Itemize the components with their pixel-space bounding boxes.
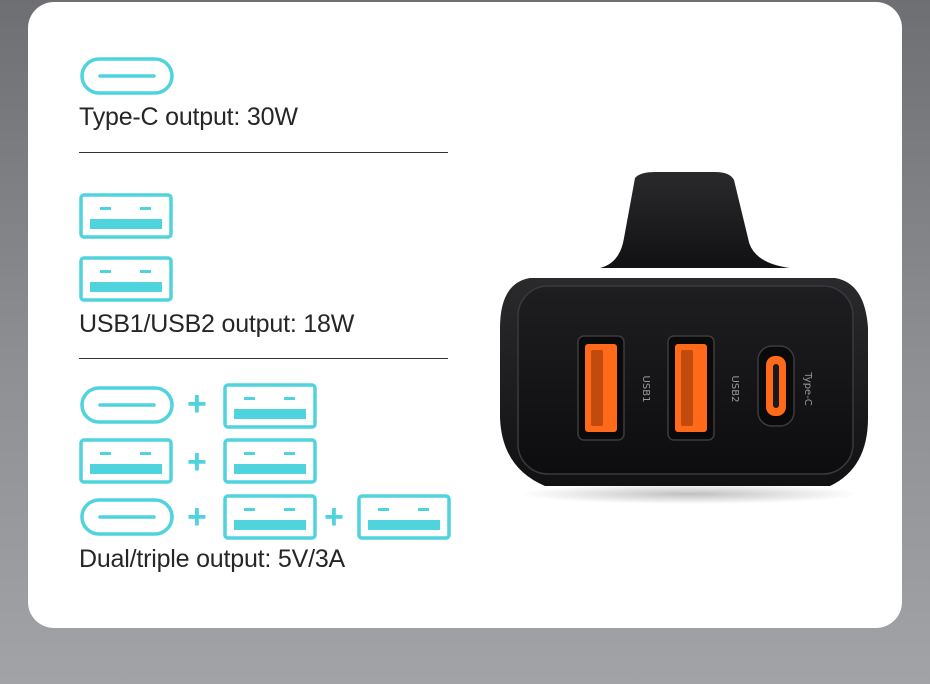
plus-icon: +	[187, 385, 207, 423]
plus-icon: +	[187, 498, 207, 536]
car-charger-image	[500, 172, 868, 504]
type-c-port-icon	[80, 57, 174, 95]
plus-icon: +	[324, 498, 344, 536]
usb-a-port-icon	[79, 193, 173, 239]
usb-a-port-icon	[357, 494, 451, 540]
dual-output-label: Dual/triple output: 5V/3A	[79, 545, 345, 573]
divider	[79, 358, 448, 359]
usb-a-port-icon	[79, 438, 173, 484]
type-c-output-label: Type-C output: 30W	[79, 103, 298, 131]
usb-a-port-icon	[223, 438, 317, 484]
type-c-port-icon	[80, 386, 174, 424]
port-label-usb1: USB1	[640, 375, 651, 403]
divider	[79, 152, 448, 153]
usb-a-port-icon	[79, 256, 173, 302]
type-c-port-icon	[80, 498, 174, 536]
usb-a-port-icon	[223, 383, 317, 429]
plus-icon: +	[187, 443, 207, 481]
port-label-type-c: Type-C	[802, 372, 813, 406]
usb-output-label: USB1/USB2 output: 18W	[79, 310, 355, 338]
port-label-usb2: USB2	[729, 375, 740, 403]
usb-a-port-icon	[223, 494, 317, 540]
